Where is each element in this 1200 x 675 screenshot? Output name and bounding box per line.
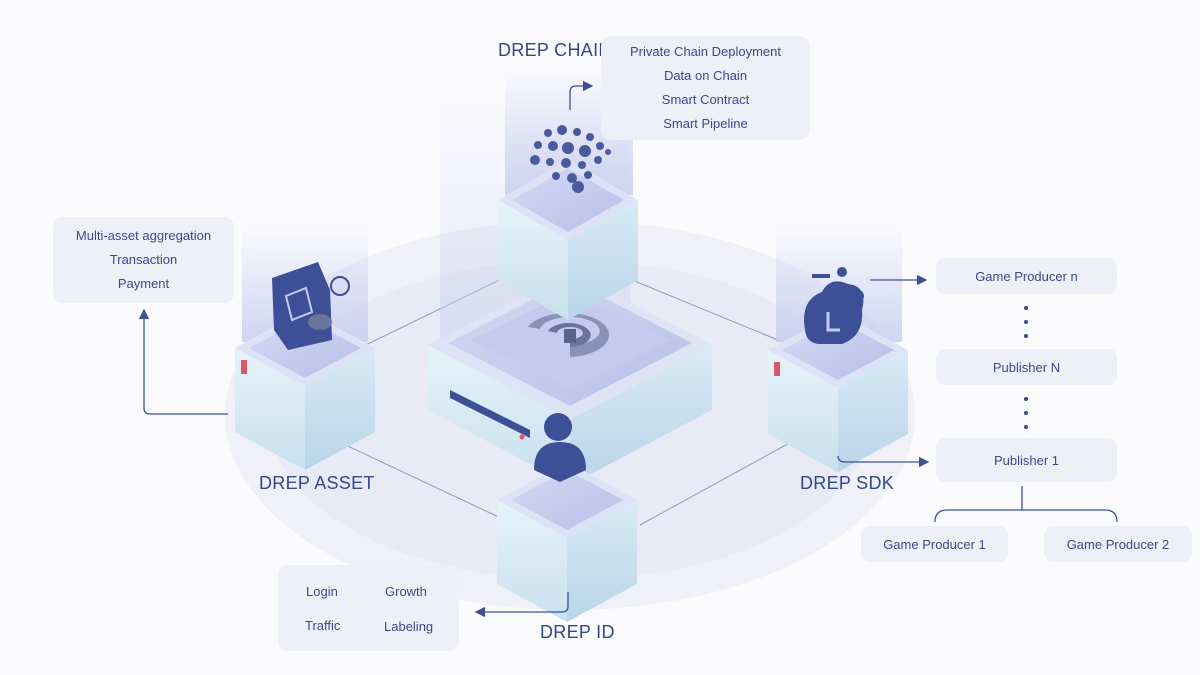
chain-feature: Smart Pipeline	[663, 116, 748, 131]
asset-node	[235, 310, 375, 470]
id-features-box	[278, 565, 459, 651]
cloud-gear-icon	[804, 267, 864, 344]
ellipsis-dot	[1024, 411, 1028, 415]
chain-feature: Smart Contract	[661, 92, 750, 107]
ellipsis-dot	[1024, 306, 1028, 310]
ellipsis-dot	[1024, 334, 1028, 338]
id-feature: Login	[306, 584, 338, 599]
ellipsis-dot	[1024, 425, 1028, 429]
game-producer-1-box: Game Producer 1	[861, 526, 1008, 562]
id-feature: Labeling	[384, 619, 434, 634]
core-block	[428, 270, 712, 485]
ellipsis-dot	[1024, 397, 1028, 401]
chain-feature: Data on Chain	[663, 68, 748, 83]
ellipsis-dot	[1024, 320, 1028, 324]
publisher-n-box: Publisher N	[936, 349, 1117, 385]
chain-features-box: Private Chain Deployment Data on Chain S…	[601, 36, 810, 140]
game-producer-2-box: Game Producer 2	[1044, 526, 1192, 562]
network-nodes-icon	[530, 125, 611, 193]
drep-logo-icon	[528, 313, 610, 357]
connector-arrows	[138, 80, 1118, 618]
publisher-1-box: Publisher 1	[936, 438, 1117, 482]
id-title: DREP ID	[540, 622, 615, 642]
id-node	[497, 462, 637, 622]
id-feature: Traffic	[305, 618, 341, 633]
asset-title: DREP ASSET	[259, 473, 375, 493]
wallet-icon	[272, 262, 350, 350]
sdk-title: DREP SDK	[800, 473, 895, 493]
game-producer-n-box: Game Producer n	[936, 258, 1117, 294]
user-icon	[534, 413, 586, 482]
chain-title: DREP CHAIN	[498, 40, 612, 60]
chain-node	[498, 160, 638, 320]
asset-feature: Payment	[117, 276, 170, 291]
id-feature: Growth	[385, 584, 427, 599]
sdk-node	[768, 312, 908, 472]
chain-feature: Private Chain Deployment	[629, 44, 782, 59]
status-led-bar	[450, 390, 530, 440]
asset-feature: Transaction	[109, 252, 178, 267]
asset-features-box: Multi-asset aggregation Transaction Paym…	[53, 217, 234, 303]
asset-feature: Multi-asset aggregation	[75, 228, 212, 243]
